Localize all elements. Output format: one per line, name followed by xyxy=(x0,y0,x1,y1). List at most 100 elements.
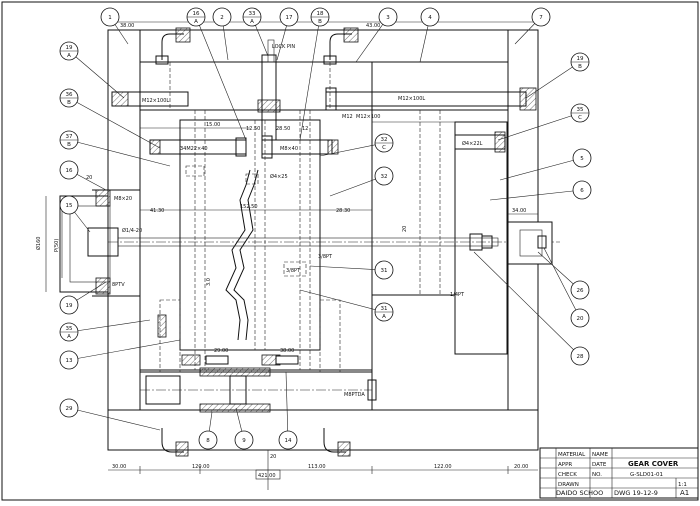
balloon-b28: 28 xyxy=(570,346,590,366)
dim-left-41: 41.30 xyxy=(150,208,164,214)
balloon-circle xyxy=(570,346,590,366)
balloon-circle xyxy=(278,430,298,450)
balloon-b16: 16A xyxy=(186,7,206,27)
leader-line xyxy=(299,289,385,313)
dim-p-left: P(50) xyxy=(54,239,60,252)
mold-body xyxy=(59,27,560,457)
balloon-b7: 7 xyxy=(531,7,551,27)
balloon-number: 15 xyxy=(66,203,73,209)
dim-bottom-20: 20.00 xyxy=(514,464,528,470)
balloon-number: 19 xyxy=(66,45,73,51)
balloon-suffix: A xyxy=(67,334,71,340)
balloon-b32: 32 xyxy=(374,166,394,186)
balloon-number: 32 xyxy=(381,137,388,143)
balloon-circle xyxy=(378,7,398,27)
balloon-b19: 19 xyxy=(59,295,79,315)
balloon-number: 20 xyxy=(577,316,584,322)
balloon-suffix: A xyxy=(67,53,71,59)
dim-bottom-122: 122.00 xyxy=(434,464,452,470)
note-pin-left: Ø1/4-20 xyxy=(122,227,142,234)
balloon-circle xyxy=(374,260,394,280)
dim-small-20: 20 xyxy=(86,175,92,181)
balloon-b37: 37B xyxy=(59,130,79,150)
leader-line xyxy=(68,50,125,99)
balloon-suffix: B xyxy=(67,100,71,106)
balloon-suffix: A xyxy=(194,19,198,25)
balloon-number: 8 xyxy=(206,438,210,444)
balloon-number: 7 xyxy=(539,15,543,21)
note-pin-right: 1/4PT xyxy=(450,292,465,298)
balloon-circle xyxy=(572,180,592,200)
balloon-b9: 9 xyxy=(234,430,254,450)
dim-vert-30: 3.0 xyxy=(206,278,212,286)
leader-line xyxy=(195,16,247,141)
leader-line xyxy=(68,407,161,431)
balloon-number: 33 xyxy=(249,11,256,17)
balloon-circle xyxy=(212,7,232,27)
note-pin-mid: 3/8PT xyxy=(318,254,333,260)
balloon-b16l: 16 xyxy=(59,160,79,180)
note-spring-left: 34M22×40 xyxy=(180,146,208,152)
balloon-number: 18 xyxy=(317,11,324,17)
balloon-circle xyxy=(531,7,551,27)
note-m12b: M12×100 xyxy=(356,114,380,120)
balloon-b32c: 32C xyxy=(374,133,394,153)
leader-line xyxy=(499,157,583,181)
leader-line xyxy=(309,265,385,271)
balloon-number: 28 xyxy=(577,354,584,360)
balloon-number: 14 xyxy=(285,438,292,444)
tb-scale: 1:1 xyxy=(678,482,687,488)
balloon-circle xyxy=(59,295,79,315)
balloon-number: 2 xyxy=(220,15,224,21)
balloon-number: 19 xyxy=(577,56,584,62)
dim-bottom-30: 30.00 xyxy=(112,464,126,470)
balloon-number: 17 xyxy=(286,15,293,21)
balloon-number: 32 xyxy=(381,174,388,180)
note-bolt-small: M8×20 xyxy=(114,196,132,202)
balloon-b13: 13 xyxy=(59,350,79,370)
balloon-suffix: C xyxy=(578,115,582,121)
tb-size: A1 xyxy=(680,489,689,497)
balloon-number: 13 xyxy=(66,358,73,364)
leader-line xyxy=(473,251,581,357)
leader-line xyxy=(543,247,581,319)
balloon-number: 19 xyxy=(66,303,73,309)
balloon-b17: 17 xyxy=(279,7,299,27)
balloon-number: 16 xyxy=(193,11,200,17)
leader-line xyxy=(68,139,171,167)
dim-29: 29.00 xyxy=(214,348,228,354)
note-drawing: Ø4×22L xyxy=(462,140,483,147)
balloon-suffix: B xyxy=(318,19,322,25)
tb-row1: MATERIAL xyxy=(558,452,586,458)
balloon-number: 1 xyxy=(108,15,112,21)
balloon-b20: 20 xyxy=(570,308,590,328)
balloon-circle xyxy=(59,350,79,370)
balloon-circle xyxy=(570,280,590,300)
leader-line xyxy=(68,319,151,333)
note-nut: Ø4×25 xyxy=(270,173,288,180)
dim-top-right: 43.00 xyxy=(366,23,380,29)
balloon-circle xyxy=(59,160,79,180)
tb-note1: NAME xyxy=(592,452,609,458)
tb-drawing-no: DWG 19-12-9 xyxy=(614,489,658,497)
balloon-number: 36 xyxy=(66,92,73,98)
note-m12a: M12 xyxy=(342,114,353,120)
balloon-circle xyxy=(234,430,254,450)
balloon-suffix: B xyxy=(67,142,71,148)
dim-38: 38.00 xyxy=(280,348,294,354)
balloon-b6: 6 xyxy=(572,180,592,200)
part-notes: M12×100L M12×100L 34M22×40 M8×40 Ø4×22L … xyxy=(112,44,483,398)
leader-line xyxy=(319,142,385,157)
tb-note3: NO. xyxy=(592,472,602,478)
balloon-b26: 26 xyxy=(570,280,590,300)
dimension-texts: 38.00 43.00 15.00 12.50 28.50 41.30 152.… xyxy=(35,23,528,480)
balloon-circle xyxy=(374,166,394,186)
leader-line xyxy=(68,97,161,149)
title-block: MATERIAL APPR CHECK DRAWN NAME DATE NO. … xyxy=(539,447,699,499)
dim-bottom-120: 120.00 xyxy=(192,464,210,470)
dim-center-152: 152.50 xyxy=(240,204,258,210)
balloon-b33: 33A xyxy=(242,7,262,27)
